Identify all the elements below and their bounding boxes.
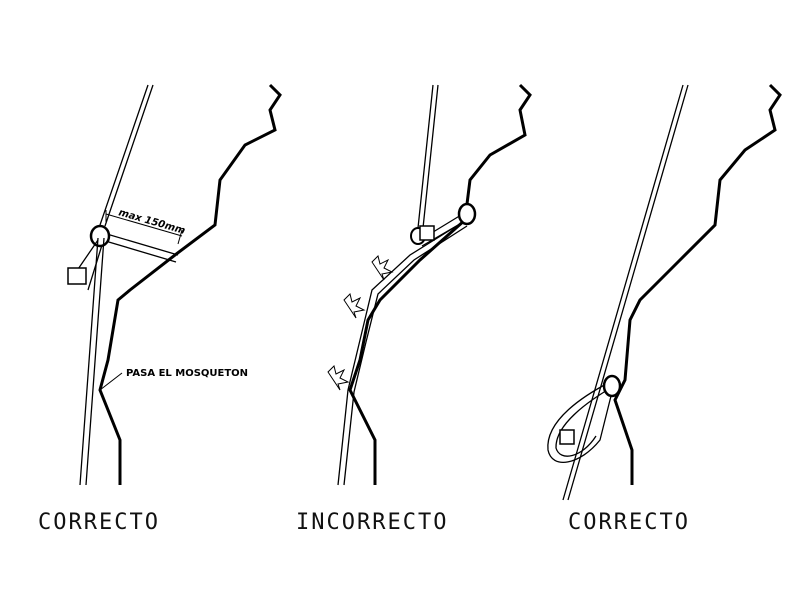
- friction-burst-icon: [371, 255, 394, 281]
- panel-1-drawing: max 150mm PASA EL MOSQUETON: [67, 83, 282, 486]
- rock-wall: [613, 83, 782, 485]
- sling: [99, 231, 179, 263]
- caption-correct-1: CORRECTO: [38, 510, 160, 535]
- rope: [562, 84, 689, 501]
- anchor-ring-icon: [602, 374, 622, 398]
- rope-down: [79, 237, 105, 486]
- dimension-label: max 150mm: [117, 207, 186, 237]
- caption-correct-2: CORRECTO: [568, 510, 690, 535]
- panel-2-drawing: [327, 83, 532, 486]
- rope-clamp-icon: [559, 429, 575, 445]
- panel-3-drawing: [547, 83, 782, 501]
- rope-clamp-icon: [67, 267, 87, 285]
- rope: [99, 84, 154, 227]
- rock-wall: [348, 83, 532, 485]
- rope-rubbing: [337, 221, 468, 486]
- friction-burst-icon: [343, 293, 366, 319]
- anchor-ring-icon: [89, 224, 111, 248]
- rock-wall: [98, 83, 282, 485]
- rope-loop: [547, 381, 615, 463]
- anchor-ring-icon: [457, 202, 477, 226]
- annotation-label: PASA EL MOSQUETON: [126, 368, 248, 379]
- friction-burst-icon: [327, 365, 350, 391]
- rope-clamp-icon: [419, 225, 435, 241]
- caption-incorrect: INCORRECTO: [296, 510, 449, 535]
